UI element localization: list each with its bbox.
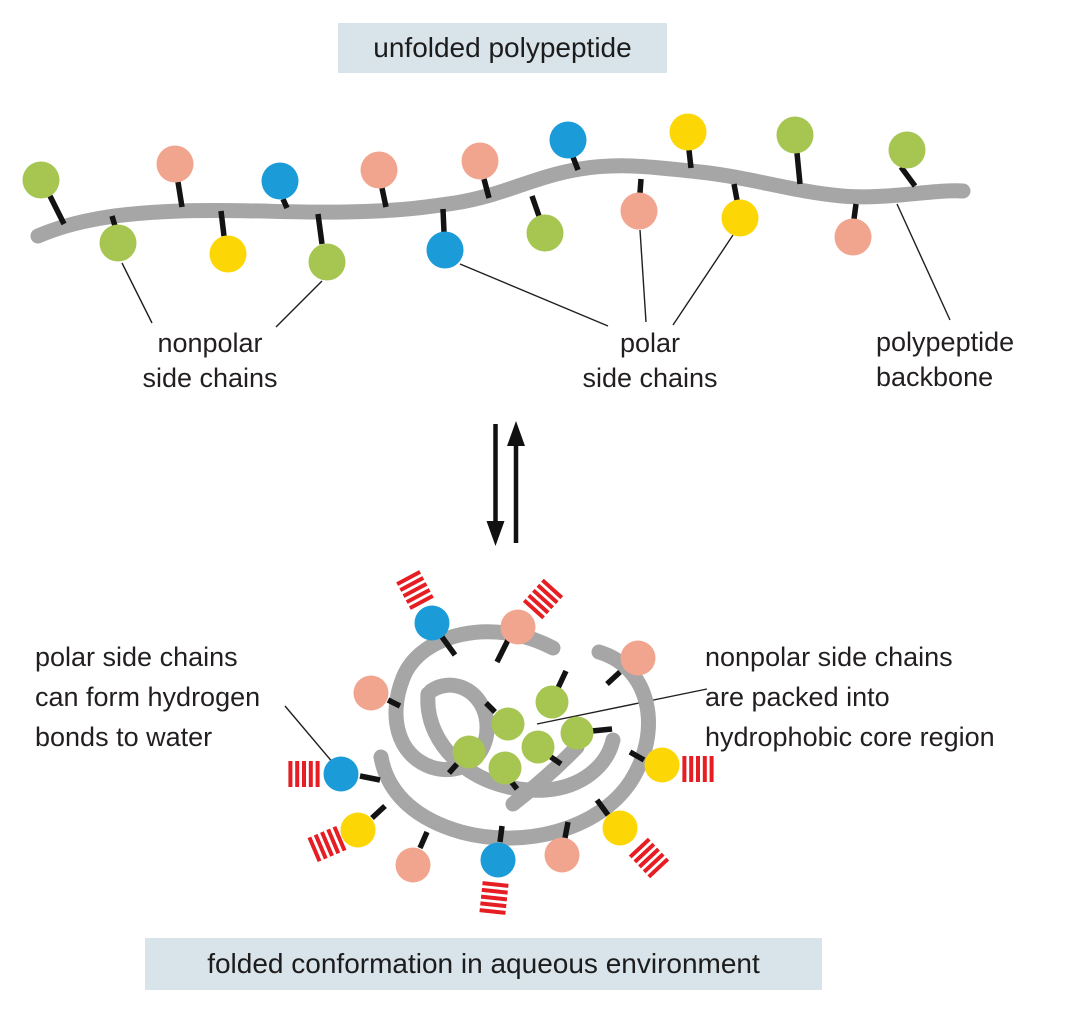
bottom-title-box: folded conformation in aqueous environme… [145, 938, 822, 990]
folded-polar-side-chains [323, 605, 680, 883]
pointer-lines [121, 203, 951, 328]
arrow-up-icon [507, 421, 525, 543]
polar-side-chain [414, 605, 450, 641]
pointer-polar-folded [284, 705, 335, 765]
polar-side-chain [620, 640, 656, 676]
polar-side-chain [544, 837, 580, 873]
nonpolar-side-chain [521, 730, 555, 764]
hydrogen-bond-icon [477, 881, 511, 915]
polar-side-chain [549, 121, 587, 159]
top-title-box: unfolded polypeptide [338, 23, 667, 73]
polar-side-chain [721, 199, 759, 237]
polar-side-chain [426, 231, 464, 269]
polar-side-chain [360, 151, 398, 189]
label-nonpolar-side-chains: nonpolar side chains [142, 328, 278, 393]
bottom-title: folded conformation in aqueous environme… [207, 948, 760, 979]
nonpolar-side-chain [99, 224, 137, 262]
label-polypeptide-backbone: polypeptide backbone [876, 327, 1015, 392]
pointer-polar-left [459, 263, 609, 327]
hydrophobic-core [452, 685, 594, 785]
side-chains [22, 113, 926, 281]
polar-side-chain [461, 142, 499, 180]
pointer-nonpolar-left [121, 262, 153, 324]
pointer-backbone [896, 203, 951, 321]
side-chain-bonds [47, 149, 918, 245]
pointer-nonpolar-right [275, 280, 323, 328]
hydrogen-bond-icon [522, 578, 564, 620]
polar-side-chain [156, 145, 194, 183]
polar-side-chain [644, 747, 680, 783]
polar-side-chain [340, 812, 376, 848]
hydrogen-bond-icon [397, 572, 433, 608]
polar-side-chain [395, 847, 431, 883]
polar-side-chain [669, 113, 707, 151]
polar-side-chain [620, 192, 658, 230]
polar-side-chain [500, 609, 536, 645]
arrow-down-icon [486, 424, 505, 546]
pointer-polar-mid [639, 229, 647, 323]
label-polar-side-chains: polar side chains [582, 328, 718, 393]
nonpolar-side-chain [22, 161, 60, 199]
nonpolar-side-chain [488, 751, 522, 785]
nonpolar-side-chain [560, 716, 594, 750]
pointer-nonpolar-folded [536, 688, 708, 725]
nonpolar-side-chain [308, 243, 346, 281]
polar-side-chain [353, 675, 389, 711]
hydrogen-bond-icon [309, 827, 344, 862]
polar-side-chain [261, 162, 299, 200]
label-polar-hydrogen-bonds: polar side chains can form hydrogen bond… [35, 642, 261, 752]
polar-side-chain [834, 218, 872, 256]
nonpolar-side-chain [491, 707, 525, 741]
hydrogen-bond-icon [628, 837, 670, 879]
equilibrium-arrows [486, 421, 525, 546]
nonpolar-side-chain [776, 116, 814, 154]
polar-side-chain [209, 235, 247, 273]
folded-conformation [284, 572, 714, 915]
top-title: unfolded polypeptide [373, 32, 632, 63]
unfolded-polypeptide [22, 113, 971, 328]
polar-side-chain [323, 756, 359, 792]
nonpolar-side-chain [452, 735, 486, 769]
polar-side-chain [602, 810, 638, 846]
polar-side-chain [480, 842, 516, 878]
label-nonpolar-core: nonpolar side chains are packed into hyd… [705, 642, 995, 752]
hydrogen-bond-icon [288, 759, 320, 789]
pointer-polar-right [672, 234, 734, 326]
hydrogen-bond-icon [682, 754, 714, 784]
nonpolar-side-chain [535, 685, 569, 719]
polypeptide-backbone [30, 158, 971, 244]
nonpolar-side-chain [526, 214, 564, 252]
nonpolar-side-chain [888, 131, 926, 169]
